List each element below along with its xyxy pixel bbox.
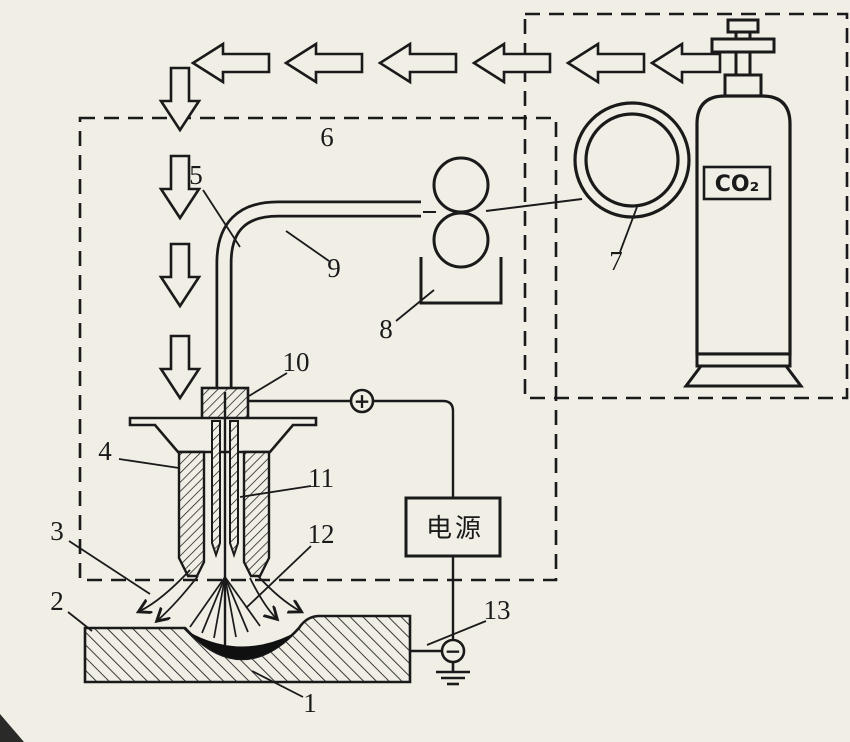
part-labels: 1 2 3 4 5 6 7 8 9 10 11 12 13 [50, 122, 623, 718]
gas-flow-arrow-icon [283, 41, 364, 85]
leader-4 [118, 458, 180, 469]
gas-flow-arrows-top [190, 41, 722, 85]
leader-3 [68, 540, 151, 595]
positive-terminal-sign: + [354, 389, 371, 413]
gas-flow-arrows-left [158, 66, 202, 401]
cylinder-valve-knob [726, 18, 760, 34]
ground-icon [436, 662, 470, 686]
gas-flow-arrow-icon [158, 154, 202, 221]
wire-conduit [215, 200, 423, 389]
nozzle-wall-left [177, 450, 206, 578]
shielding-gas-stream [140, 569, 300, 620]
part-label-4: 4 [98, 436, 112, 466]
leader-1 [251, 670, 304, 698]
feed-roller-bottom [432, 211, 490, 269]
gas-flow-arrow-icon [471, 41, 552, 85]
part-label-3: 3 [50, 516, 64, 546]
feed-motor-bracket [419, 257, 503, 305]
gas-flow-arrow-icon [158, 242, 202, 309]
gas-flow-arrow-icon [565, 41, 646, 85]
wire-reel-inner [584, 112, 680, 208]
gas-label-plate [702, 165, 772, 201]
leader-10 [248, 372, 288, 397]
conduit-inner [218, 203, 423, 389]
feed-roller-top [432, 156, 490, 214]
leader-11 [239, 485, 312, 498]
cylinder-neck [723, 73, 763, 98]
contact-tube-right [229, 420, 239, 559]
cylinder-base [683, 364, 804, 388]
gas-flow-arrow-icon [377, 41, 458, 85]
cylinder-body [695, 94, 792, 356]
torch-flange [128, 416, 318, 454]
welding-arc [189, 576, 261, 639]
leader-12 [245, 545, 312, 609]
gas-flow-arrow-icon [158, 334, 202, 401]
nozzle-wall-right [242, 450, 271, 578]
cylinder-valve-handle [710, 37, 776, 54]
leader-2 [67, 611, 93, 632]
part-label-2: 2 [50, 586, 64, 616]
leader-9 [285, 230, 330, 262]
gas-flow-arrow-icon [190, 41, 271, 85]
leader-8 [395, 289, 435, 322]
gas-flow-arrow-icon [158, 66, 202, 133]
positive-cable [373, 399, 455, 498]
weld-pool [189, 632, 296, 659]
scan-artifact [0, 714, 24, 742]
leader-13 [426, 620, 487, 646]
gas-label: CO₂ [715, 172, 759, 197]
co2-cylinder: CO₂ [683, 18, 804, 388]
leader-7 [619, 206, 638, 253]
wire-reel [573, 101, 691, 219]
welding-unit-boundary-box [78, 116, 558, 582]
leader-lines [67, 189, 638, 698]
contact-tube-left [211, 420, 221, 559]
electrode-wire-segment [485, 198, 583, 212]
power-source-box [404, 496, 502, 558]
part-label-8: 8 [379, 314, 393, 344]
part-label-9: 9 [327, 253, 341, 283]
part-label-5: 5 [189, 160, 203, 190]
part-label-13: 13 [484, 595, 511, 625]
workpiece-plate [83, 614, 412, 684]
gas-supply-boundary-box [523, 12, 849, 400]
negative-terminal-sign: − [445, 639, 462, 663]
conduit-outer [215, 200, 421, 387]
part-label-1: 1 [303, 688, 317, 718]
welding-torch [128, 386, 318, 645]
part-label-11: 11 [308, 463, 334, 493]
part-label-6: 6 [320, 122, 334, 152]
wire-feed-unit [419, 156, 583, 305]
power-source-label: 电源 [426, 514, 484, 544]
gas-flow-arrow-icon [649, 41, 722, 85]
part-label-7: 7 [609, 246, 623, 276]
positive-terminal [349, 388, 375, 414]
part-label-12: 12 [308, 519, 335, 549]
part-label-10: 10 [283, 347, 310, 377]
cylinder-foot-band [695, 352, 792, 368]
workpiece [83, 614, 412, 684]
leader-5 [202, 189, 241, 248]
welding-circuit: + 电源 − [248, 388, 502, 686]
